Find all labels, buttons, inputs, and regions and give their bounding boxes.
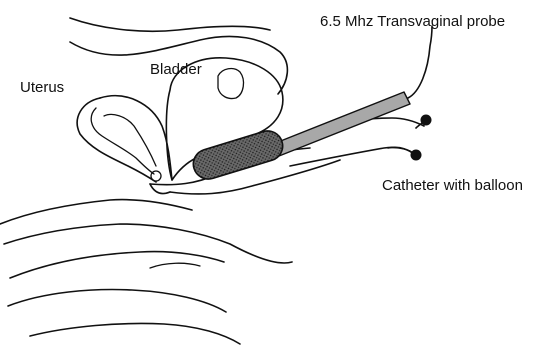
catheter [388,115,432,161]
abdominal-contours [70,18,287,94]
label-catheter: Catheter with balloon [382,177,523,194]
label-probe: 6.5 Mhz Transvaginal probe [320,13,505,30]
label-uterus: Uterus [20,79,64,96]
transvaginal-probe [190,26,432,183]
catheter-balloon-lower [411,150,422,161]
catheter-balloon-upper [421,115,432,126]
catheter-tube-lower [388,147,414,154]
probe-cable [408,26,432,98]
label-bladder: Bladder [150,61,202,78]
uterus [77,96,172,182]
probe-head [190,127,287,183]
